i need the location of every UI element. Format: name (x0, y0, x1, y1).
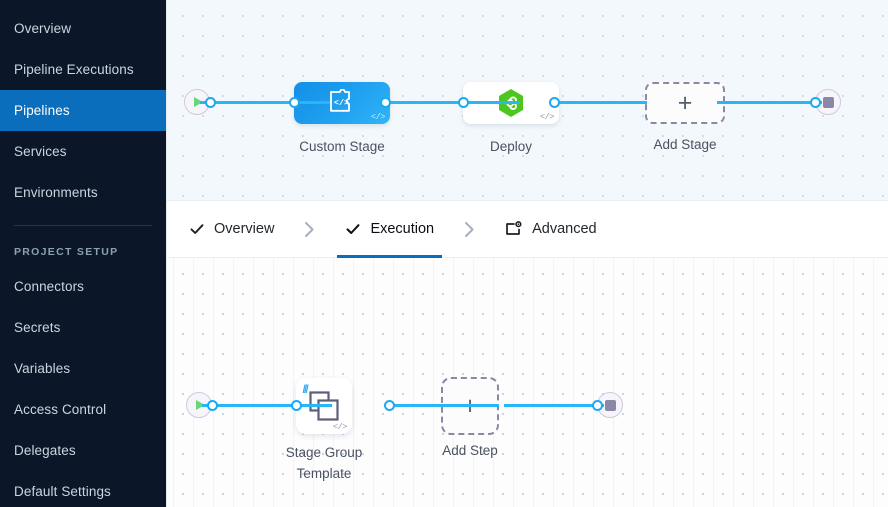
sidebar: Overview Pipeline Executions Pipelines S… (0, 0, 166, 507)
custom-stage-right-dot[interactable] (380, 97, 391, 108)
sidebar-item-overview[interactable]: Overview (0, 8, 166, 49)
execution-end-connector-dot[interactable] (592, 400, 603, 411)
add-stage-button[interactable]: + (645, 82, 725, 124)
main-content: </> </> Custom Stage </> (166, 0, 888, 507)
plus-icon: + (677, 88, 693, 117)
connector-stage-group-to-add-step (389, 404, 499, 407)
tab-label-execution: Execution (370, 221, 435, 237)
add-step-label: Add Step (442, 443, 498, 458)
sidebar-item-label: Overview (14, 21, 72, 36)
pipeline-start-node[interactable] (184, 89, 210, 115)
chevron-right-icon (465, 221, 474, 237)
tab-label-overview: Overview (214, 221, 275, 237)
connector-start-to-custom-stage (200, 101, 330, 104)
custom-stage-code-icon: </> (330, 89, 350, 112)
sidebar-item-environments[interactable]: Environments (0, 172, 166, 213)
sidebar-item-variables[interactable]: Variables (0, 348, 166, 389)
stage-label-deploy: Deploy (489, 139, 533, 154)
sidebar-item-pipeline-executions[interactable]: Pipeline Executions (0, 49, 166, 90)
sidebar-divider (14, 225, 152, 226)
end-connector-dot[interactable] (810, 97, 821, 108)
advanced-settings-icon (506, 221, 522, 235)
tab-advanced[interactable]: Advanced (501, 200, 601, 258)
deploy-right-dot[interactable] (549, 97, 560, 108)
sidebar-item-secrets[interactable]: Secrets (0, 307, 166, 348)
sidebar-item-label: Connectors (14, 279, 85, 294)
sidebar-item-label: Secrets (14, 320, 61, 335)
start-connector-dot[interactable] (205, 97, 216, 108)
svg-text:</>: </> (334, 98, 349, 108)
sidebar-item-default-settings[interactable]: Default Settings (0, 471, 166, 507)
execution-start-connector-dot[interactable] (207, 400, 218, 411)
stage-label-custom-stage: Custom Stage (299, 139, 385, 154)
tab-execution[interactable]: Execution (337, 200, 442, 258)
play-icon (184, 89, 210, 115)
execution-graph-canvas[interactable]: ||| </> Stage Group Template + Add Step (167, 258, 888, 507)
sidebar-item-label: Delegates (14, 443, 76, 458)
sidebar-item-access-control[interactable]: Access Control (0, 389, 166, 430)
tab-separator (278, 221, 341, 238)
stage-graph-canvas[interactable]: </> </> Custom Stage </> (167, 0, 888, 200)
sidebar-item-label: Pipeline Executions (14, 62, 134, 77)
sidebar-item-services[interactable]: Services (0, 131, 166, 172)
check-icon (190, 224, 204, 234)
sidebar-item-label: Environments (14, 185, 98, 200)
connector-custom-stage-to-deploy (385, 101, 520, 104)
sidebar-item-label: Access Control (14, 402, 107, 417)
stage-group-left-dot[interactable] (291, 400, 302, 411)
sidebar-item-label: Pipelines (14, 103, 70, 118)
deploy-left-dot[interactable] (458, 97, 469, 108)
add-stage-label: Add Stage (653, 137, 717, 152)
sidebar-item-label: Variables (14, 361, 71, 376)
tab-separator (438, 221, 501, 238)
custom-stage-code-badge: </> (370, 112, 386, 122)
check-icon (346, 224, 360, 234)
sidebar-section-project-setup: PROJECT SETUP (14, 246, 119, 258)
connector-add-stage-to-end (717, 101, 822, 104)
sidebar-item-connectors[interactable]: Connectors (0, 266, 166, 307)
tab-label-advanced: Advanced (532, 221, 597, 237)
connector-deploy-to-add-stage (557, 101, 647, 104)
sidebar-item-label: Services (14, 144, 67, 159)
sidebar-item-pipelines[interactable]: Pipelines (0, 90, 166, 131)
sidebar-item-delegates[interactable]: Delegates (0, 430, 166, 471)
deploy-code-badge: </> (539, 112, 555, 122)
stage-config-tabbar: Overview Execution (167, 200, 888, 258)
chevron-right-icon (305, 221, 315, 237)
connector-add-step-to-end (504, 404, 604, 407)
stage-group-right-dot[interactable] (384, 400, 395, 411)
stage-group-code-badge: </> (332, 422, 348, 432)
step-label-stage-group-template: Stage Group Template (285, 445, 363, 481)
connector-start-to-stage-group (202, 404, 332, 407)
sidebar-item-label: Default Settings (14, 484, 111, 499)
custom-stage-left-dot[interactable] (289, 97, 300, 108)
tab-overview[interactable]: Overview (185, 200, 278, 258)
